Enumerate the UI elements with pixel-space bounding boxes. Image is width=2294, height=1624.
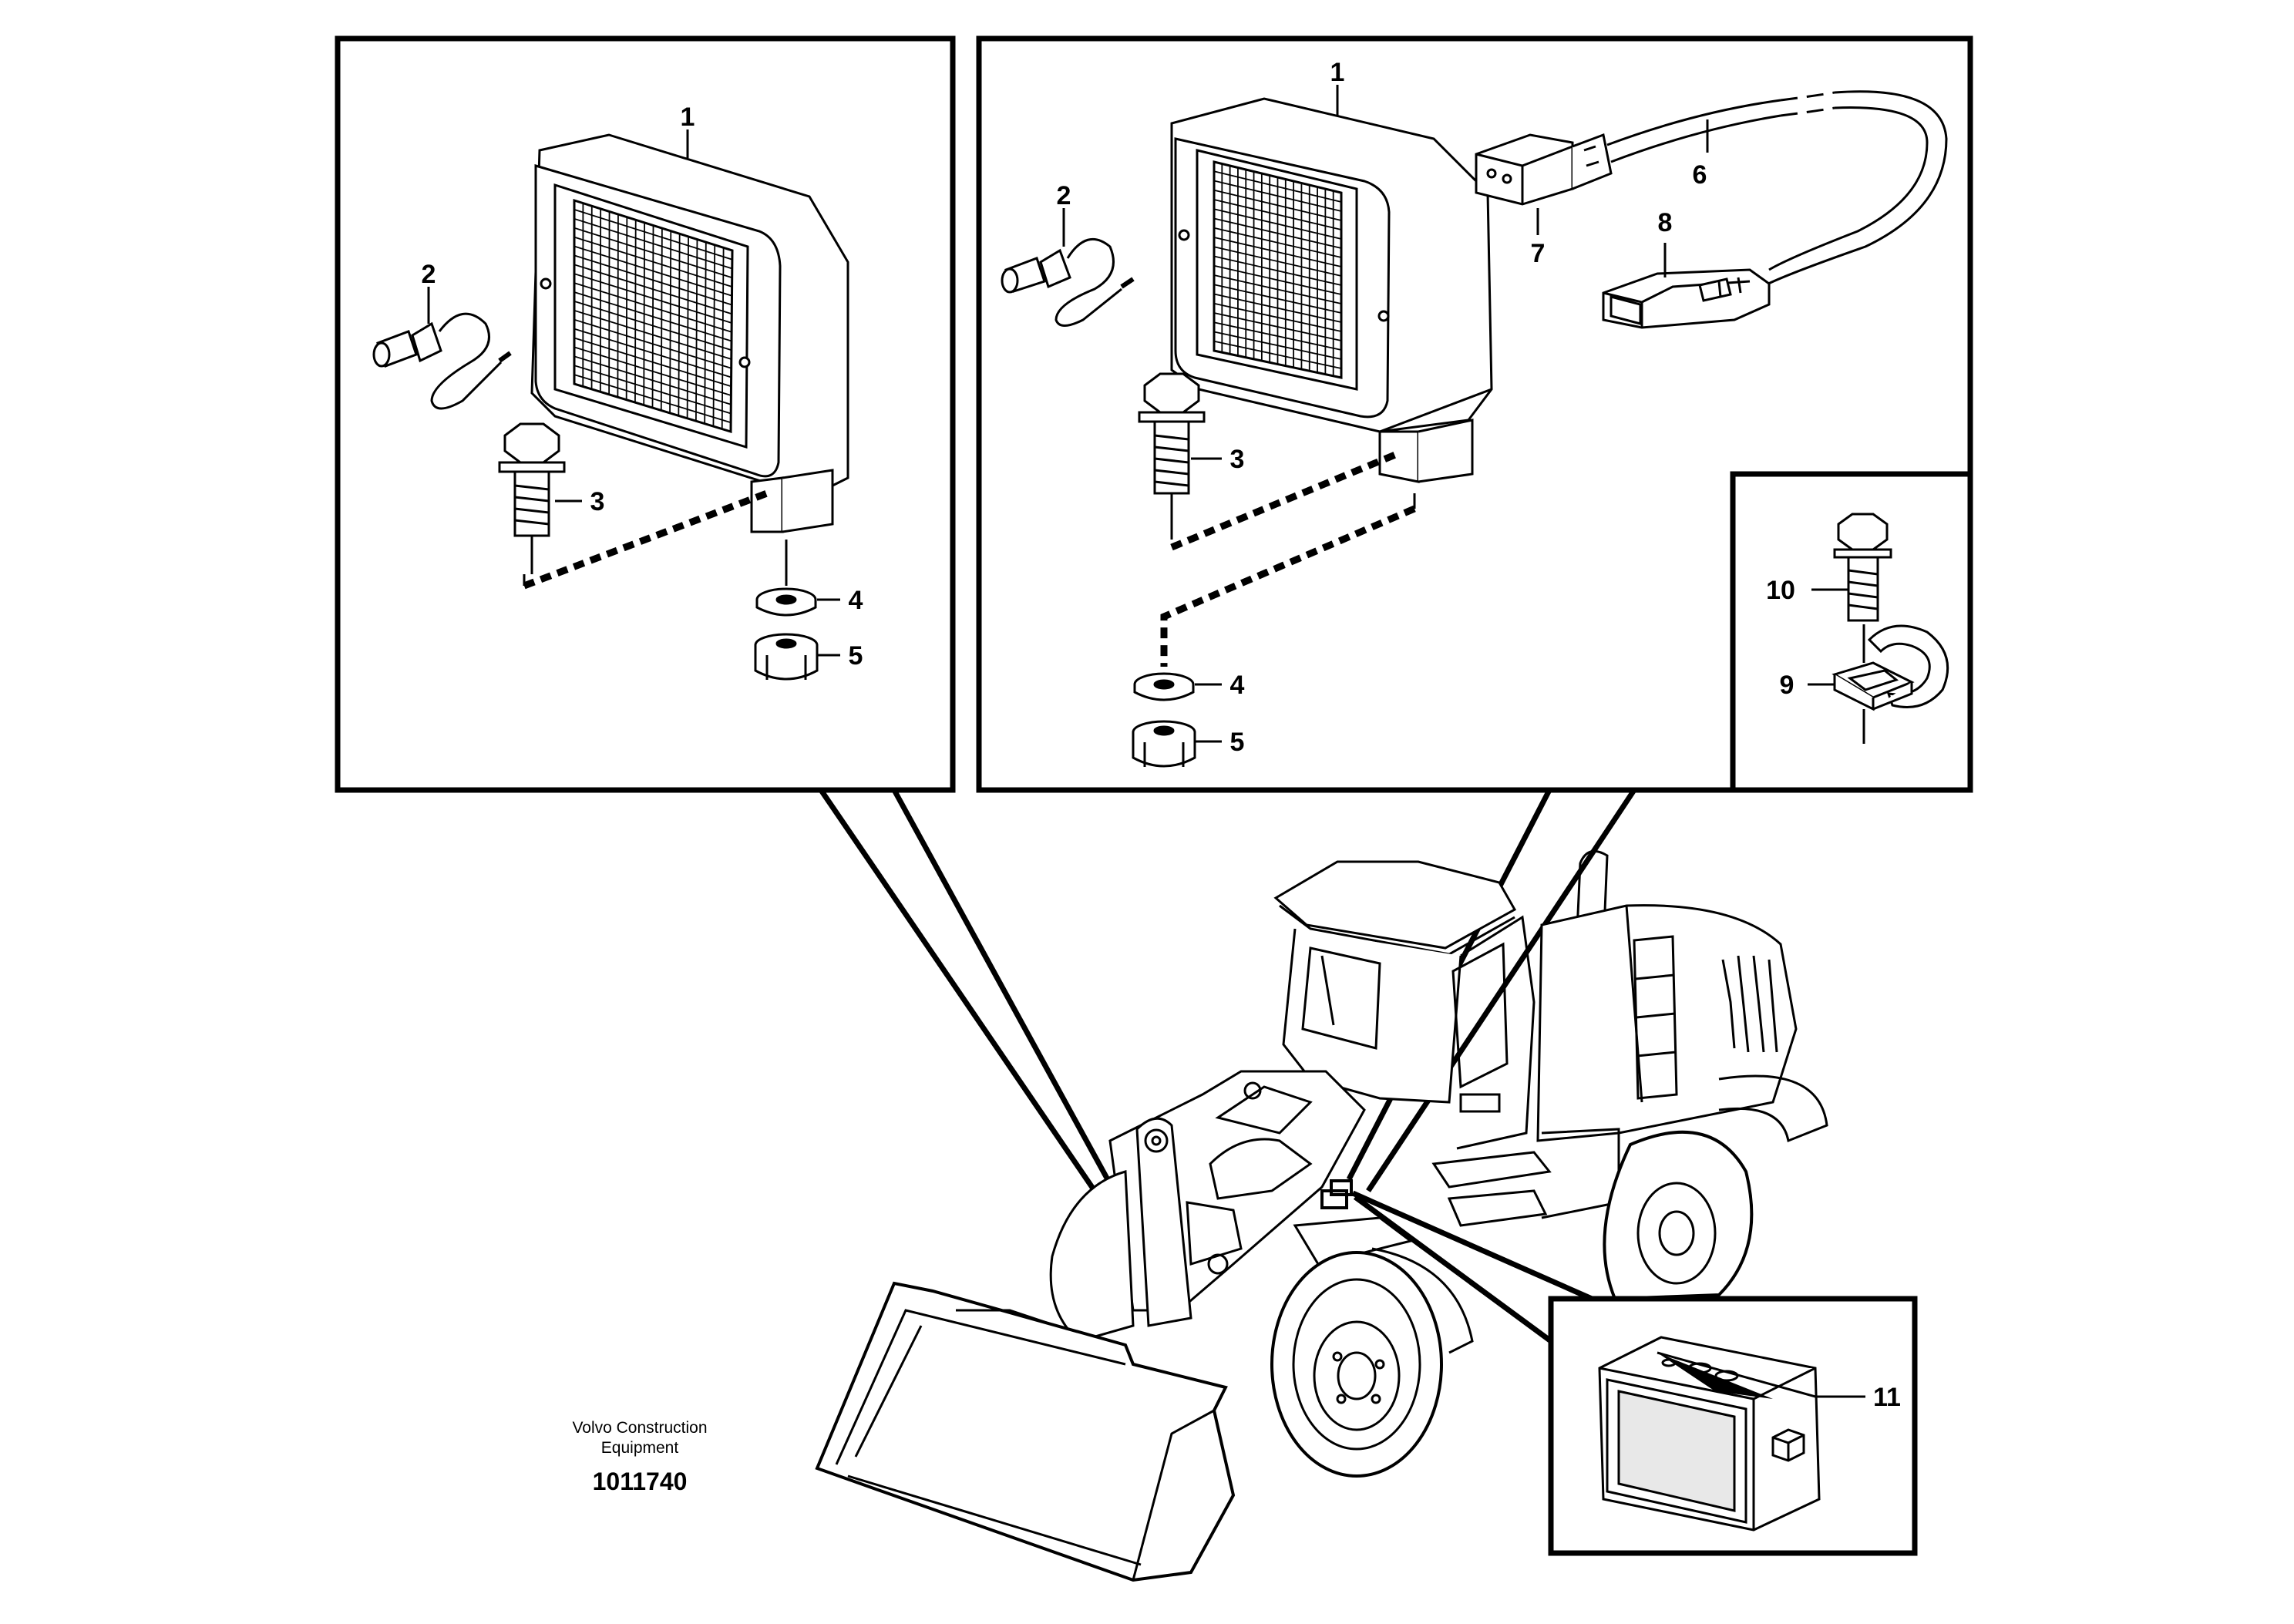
- nut: [1133, 721, 1195, 767]
- callout-inset-10: 10: [1766, 576, 1795, 605]
- company-name-line2: Equipment: [493, 1438, 786, 1458]
- washer: [1135, 674, 1193, 700]
- company-name-line1: Volvo Construction: [493, 1418, 786, 1438]
- callout-right-2: 2: [1057, 181, 1071, 210]
- callout-left-2: 2: [422, 260, 436, 289]
- callout-inset-11: 11: [1873, 1383, 1901, 1412]
- callout-right-7: 7: [1531, 239, 1546, 268]
- callout-right-4: 4: [1230, 671, 1245, 700]
- callout-left-1: 1: [681, 103, 695, 132]
- callout-right-8: 8: [1658, 208, 1673, 237]
- callout-left-3: 3: [590, 487, 605, 516]
- callout-left-4: 4: [849, 586, 863, 615]
- callout-right-1: 1: [1330, 58, 1345, 87]
- callout-right-3: 3: [1230, 445, 1245, 474]
- callout-right-6: 6: [1693, 160, 1707, 190]
- inset-clamp-panel: [1733, 474, 1970, 790]
- inset-lamp-box-panel: [1551, 1299, 1915, 1553]
- left-detail-panel: [338, 39, 953, 790]
- callout-inset-9: 9: [1780, 671, 1794, 700]
- publisher-credit: Volvo Construction Equipment: [493, 1418, 786, 1458]
- drawing-number: 1011740: [493, 1468, 786, 1496]
- nut: [755, 634, 817, 680]
- callout-right-5: 5: [1230, 728, 1245, 757]
- callout-left-5: 5: [849, 641, 863, 671]
